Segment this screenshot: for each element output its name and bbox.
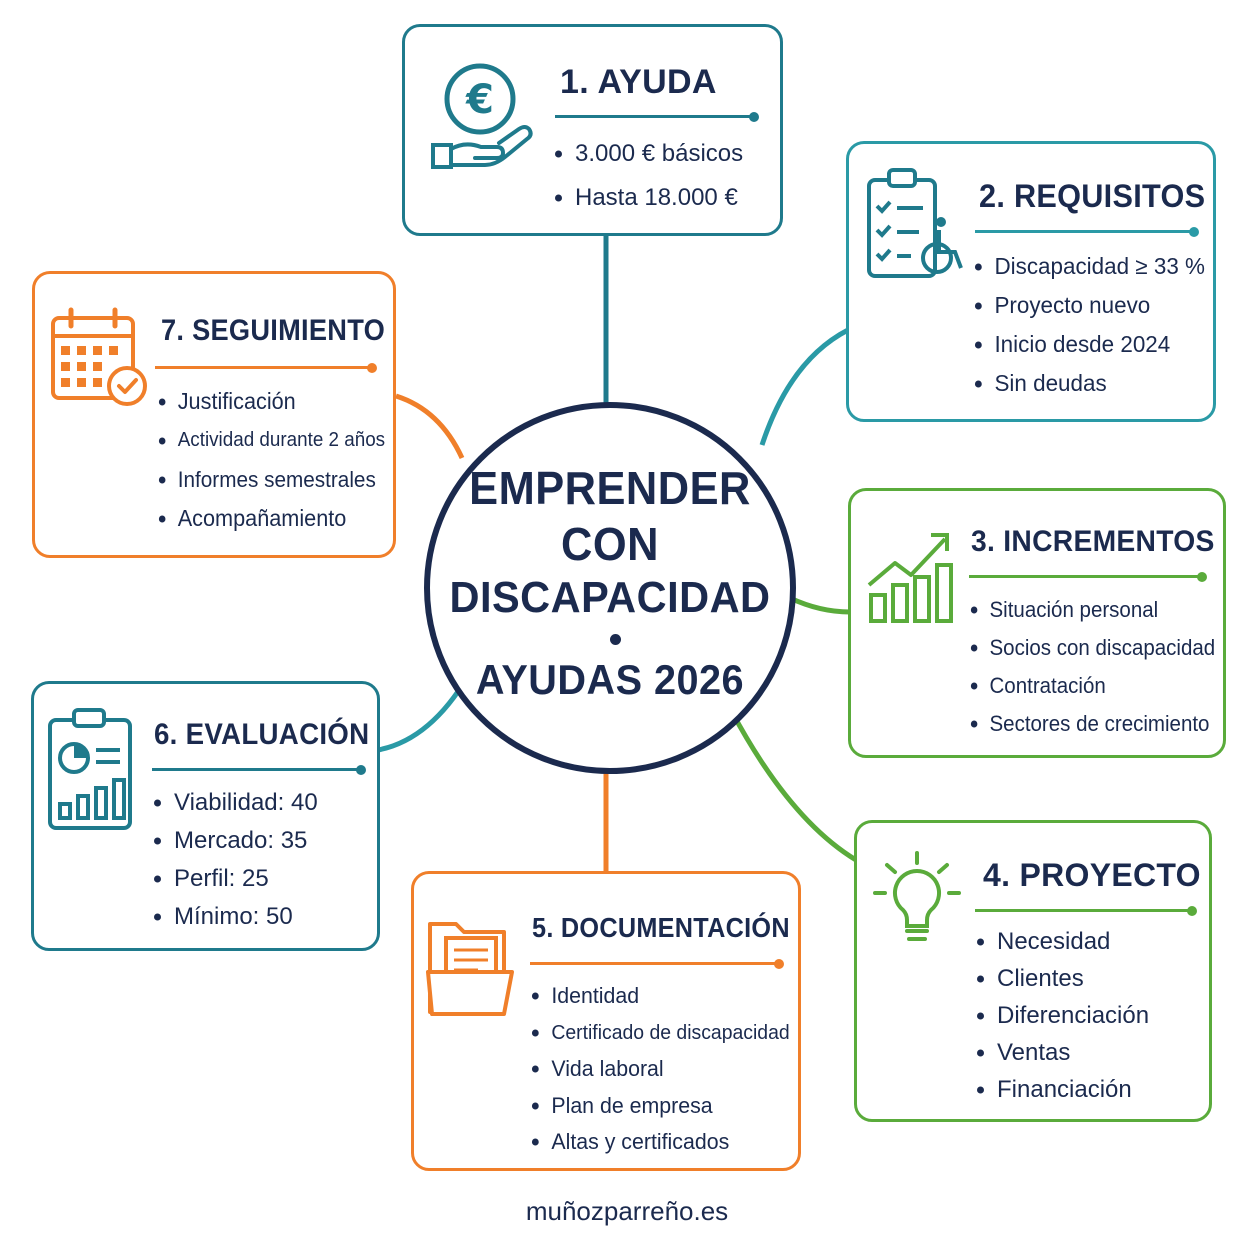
list-item: Sin deudas <box>973 364 1205 403</box>
list-item: Vida laboral <box>530 1051 790 1088</box>
list-item: Altas y certificados <box>530 1124 790 1161</box>
card-ayuda-title: 1. AYUDA <box>560 63 717 101</box>
card-proyecto: 4. PROYECTO Necesidad Clientes Diferenci… <box>854 820 1212 1122</box>
center-line-1: EMPRENDER <box>469 462 751 514</box>
list-item: Perfil: 25 <box>152 860 318 898</box>
calendar-check-icon <box>49 306 153 410</box>
list-item: Necesidad <box>975 923 1149 960</box>
list-item: Mercado: 35 <box>152 822 318 860</box>
list-item: Discapacidad ≥ 33 % <box>973 247 1205 286</box>
card-seguimiento-title: 7. SEGUIMIENTO <box>161 314 386 347</box>
growth-chart-icon <box>865 525 957 625</box>
list-item: Proyecto nuevo <box>973 286 1205 325</box>
card-evaluacion-list: Viabilidad: 40 Mercado: 35 Perfil: 25 Mí… <box>152 784 318 936</box>
card-proyecto-list: Necesidad Clientes Diferenciación Ventas… <box>975 923 1149 1108</box>
list-item: Sectores de crecimiento <box>969 705 1215 743</box>
center-line-2: CON <box>561 518 659 570</box>
list-item: Clientes <box>975 960 1149 997</box>
card-evaluacion: 6. EVALUACIÓN Viabilidad: 40 Mercado: 35… <box>31 681 380 951</box>
list-item: Justificación <box>157 382 385 421</box>
euro-hand-icon: € <box>425 61 535 171</box>
card-evaluacion-rule <box>152 764 366 775</box>
card-proyecto-rule <box>975 905 1197 916</box>
card-incrementos: 3. INCREMENTOS Situación personal Socios… <box>848 488 1226 758</box>
list-item: Situación personal <box>969 591 1215 629</box>
card-requisitos: 2. REQUISITOS Discapacidad ≥ 33 % Proyec… <box>846 141 1216 422</box>
central-topic: EMPRENDER CON DISCAPACIDAD AYUDAS 2026 <box>424 402 796 774</box>
clipboard-chart-icon <box>46 706 136 832</box>
center-separator-dot <box>610 634 621 645</box>
card-seguimiento-rule <box>155 362 377 373</box>
card-documentacion-list: Identidad Certificado de discapacidad Vi… <box>530 978 790 1161</box>
card-requisitos-rule <box>975 226 1199 237</box>
card-evaluacion-title: 6. EVALUACIÓN <box>154 718 370 751</box>
center-line-4: AYUDAS 2026 <box>475 656 745 703</box>
card-incrementos-title: 3. INCREMENTOS <box>971 525 1215 558</box>
list-item: Mínimo: 50 <box>152 898 318 936</box>
list-item: 3.000 € básicos <box>553 132 743 176</box>
list-item: Ventas <box>975 1034 1149 1071</box>
folder-icon <box>424 906 524 1024</box>
list-item: Certificado de discapacidad <box>530 1015 789 1052</box>
footer-website: muñozparreño.es <box>525 1196 729 1226</box>
list-item: Contratación <box>969 667 1215 705</box>
card-proyecto-title: 4. PROYECTO <box>983 857 1201 893</box>
card-ayuda-rule <box>555 111 759 122</box>
list-item: Inicio desde 2024 <box>973 325 1205 364</box>
list-item: Hasta 18.000 € <box>553 176 743 220</box>
clipboard-wheelchair-icon <box>863 166 967 282</box>
card-seguimiento: 7. SEGUIMIENTO Justificación Actividad d… <box>32 271 396 558</box>
svg-text:€: € <box>465 77 494 123</box>
connector-proyecto <box>729 710 858 863</box>
lightbulb-icon <box>871 847 963 947</box>
center-line-3: DISCAPACIDAD <box>449 573 771 622</box>
connector-incrementos <box>788 595 851 615</box>
list-item: Identidad <box>530 978 790 1015</box>
card-seguimiento-list: Justificación Actividad durante 2 años I… <box>157 382 385 538</box>
list-item: Financiación <box>975 1071 1149 1108</box>
card-incrementos-rule <box>969 571 1207 582</box>
list-item: Plan de empresa <box>530 1088 790 1125</box>
list-item: Diferenciación <box>975 997 1149 1034</box>
card-ayuda: € 1. AYUDA 3.000 € básicos Hasta 18.000 … <box>402 24 783 236</box>
list-item: Actividad durante 2 años <box>157 421 385 460</box>
card-documentacion: 5. DOCUMENTACIÓN Identidad Certificado d… <box>411 871 801 1171</box>
connector-requisitos <box>759 327 850 446</box>
card-requisitos-list: Discapacidad ≥ 33 % Proyecto nuevo Inici… <box>973 247 1205 403</box>
list-item: Informes semestrales <box>157 460 385 499</box>
card-ayuda-list: 3.000 € básicos Hasta 18.000 € <box>553 132 743 220</box>
connector-seguimiento <box>395 393 465 460</box>
card-documentacion-rule <box>530 958 784 969</box>
list-item: Viabilidad: 40 <box>152 784 318 822</box>
card-requisitos-title: 2. REQUISITOS <box>979 178 1206 214</box>
list-item: Socios con discapacidad <box>969 629 1216 667</box>
card-incrementos-list: Situación personal Socios con discapacid… <box>969 591 1216 743</box>
list-item: Acompañamiento <box>157 499 385 538</box>
card-documentacion-title: 5. DOCUMENTACIÓN <box>532 912 790 943</box>
